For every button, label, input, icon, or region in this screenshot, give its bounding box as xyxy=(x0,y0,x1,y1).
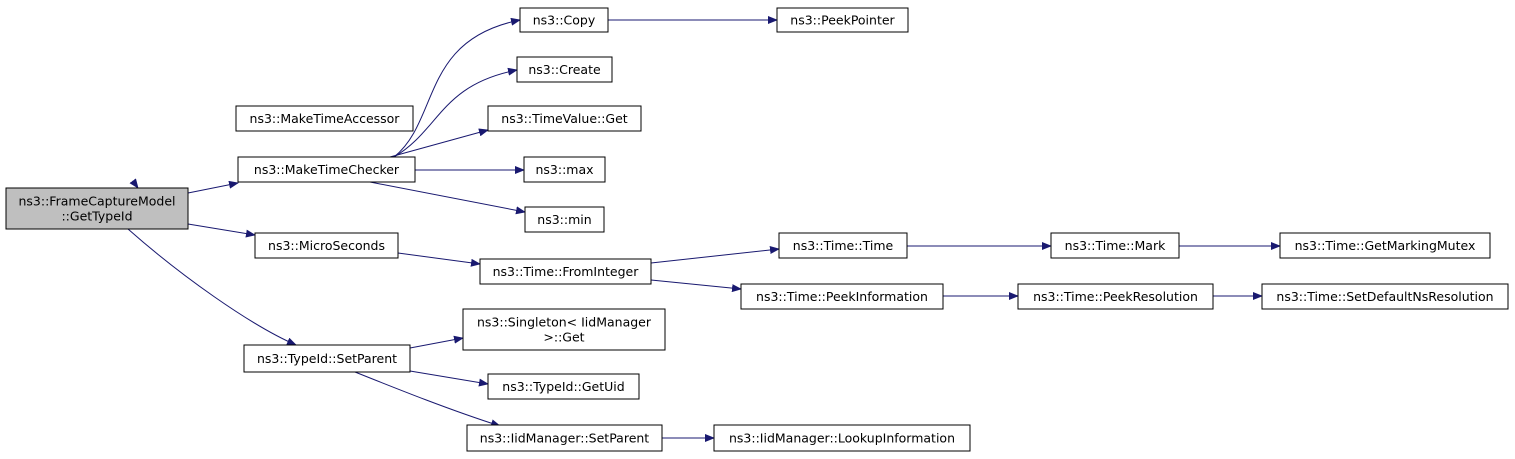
node-label: ns3::TypeId::GetUid xyxy=(502,379,624,394)
node-box[interactable] xyxy=(237,156,416,183)
edge-n4-to-n20 xyxy=(354,371,501,428)
node-box[interactable] xyxy=(487,373,640,400)
node-box[interactable] xyxy=(479,258,652,285)
node-label: ns3::Time::PeekResolution xyxy=(1033,289,1198,304)
node-n17[interactable]: ns3::Time::SetDefaultNsResolution xyxy=(1261,283,1509,310)
node-label: ns3::Time::GetMarkingMutex xyxy=(1295,238,1476,253)
node-n9[interactable]: ns3::min xyxy=(524,206,605,233)
node-box[interactable] xyxy=(1279,232,1491,259)
node-n15[interactable]: ns3::Time::GetMarkingMutex xyxy=(1279,232,1491,259)
node-label: ns3::Time::Mark xyxy=(1065,238,1166,253)
node-box[interactable] xyxy=(1017,283,1214,310)
node-box[interactable] xyxy=(462,308,666,351)
node-n19[interactable]: ns3::TypeId::GetUid xyxy=(487,373,640,400)
node-box[interactable] xyxy=(5,187,189,230)
edges-layer xyxy=(127,16,1281,442)
node-n1[interactable]: ns3::MakeTimeAccessor xyxy=(235,105,414,132)
node-box[interactable] xyxy=(254,232,399,259)
node-box[interactable] xyxy=(524,206,605,233)
node-label: ns3::Time::Time xyxy=(793,238,894,253)
node-label: ns3::IidManager::LookupInformation xyxy=(729,431,955,446)
node-n12[interactable]: ns3::Time::Time xyxy=(778,232,908,259)
node-label: ns3::MicroSeconds xyxy=(268,238,385,253)
node-label: ns3::PeekPointer xyxy=(790,13,895,28)
edge-n4-to-n19 xyxy=(409,370,489,387)
node-n8[interactable]: ns3::max xyxy=(523,156,606,183)
node-box[interactable] xyxy=(778,232,908,259)
node-label: ns3::Copy xyxy=(533,13,596,28)
edge-root-to-n3 xyxy=(187,223,256,238)
edge-n2-to-n9 xyxy=(369,181,526,215)
edge-n11-to-n12 xyxy=(650,246,780,264)
edge-n2-to-n6 xyxy=(393,67,518,158)
node-n20[interactable]: ns3::IidManager::SetParent xyxy=(466,424,663,452)
edge-n2-to-n5 xyxy=(393,17,521,158)
edge-root-to-n2 xyxy=(187,180,239,194)
node-root[interactable]: ns3::FrameCaptureModel::GetTypeId xyxy=(5,187,189,230)
node-label: ns3::MakeTimeChecker xyxy=(254,162,400,177)
node-label: ns3::Singleton< IidManager xyxy=(477,315,652,330)
node-n4[interactable]: ns3::TypeId::SetParent xyxy=(243,344,411,373)
node-label: ns3::Time::FromInteger xyxy=(493,264,640,279)
node-box[interactable] xyxy=(519,7,609,33)
node-label: ns3::TypeId::SetParent xyxy=(257,351,397,366)
node-n6[interactable]: ns3::Create xyxy=(516,56,613,83)
node-label: ns3::min xyxy=(537,212,591,227)
node-n18[interactable]: ns3::Singleton< IidManager>::Get xyxy=(462,308,666,351)
node-box[interactable] xyxy=(516,56,613,83)
edge-n3-to-n11 xyxy=(397,252,481,267)
node-n2[interactable]: ns3::MakeTimeChecker xyxy=(237,156,416,183)
nodes-layer: ns3::FrameCaptureModel::GetTypeId ns3::Ma… xyxy=(5,7,1509,452)
node-n3[interactable]: ns3::MicroSeconds xyxy=(254,232,399,259)
node-label: ns3::TimeValue::Get xyxy=(501,111,628,126)
node-label: ns3::Time::PeekInformation xyxy=(756,289,928,304)
edge-n4-to-n18 xyxy=(409,335,464,349)
node-box[interactable] xyxy=(1050,232,1180,259)
node-n13[interactable]: ns3::Time::PeekInformation xyxy=(740,283,944,310)
node-label: ns3::IidManager::SetParent xyxy=(480,431,650,446)
node-box[interactable] xyxy=(487,105,642,132)
node-label: ns3::max xyxy=(535,162,593,177)
node-label: ns3::MakeTimeAccessor xyxy=(250,111,401,126)
node-label: ::GetTypeId xyxy=(61,209,132,224)
node-box[interactable] xyxy=(523,156,606,183)
node-box[interactable] xyxy=(466,424,663,452)
node-n21[interactable]: ns3::IidManager::LookupInformation xyxy=(713,424,971,452)
node-box[interactable] xyxy=(713,424,971,452)
node-label: ns3::Create xyxy=(528,62,601,77)
node-n10[interactable]: ns3::PeekPointer xyxy=(776,7,909,33)
edge-n2-to-n7 xyxy=(389,128,489,158)
node-n5[interactable]: ns3::Copy xyxy=(519,7,609,33)
edge-root-to-n4 xyxy=(127,228,297,346)
node-label: >::Get xyxy=(543,330,584,345)
node-label: ns3::Time::SetDefaultNsResolution xyxy=(1276,289,1493,304)
node-n16[interactable]: ns3::Time::PeekResolution xyxy=(1017,283,1214,310)
node-box[interactable] xyxy=(235,105,414,132)
node-box[interactable] xyxy=(243,344,411,373)
edge-n11-to-n13 xyxy=(650,279,742,293)
node-n11[interactable]: ns3::Time::FromInteger xyxy=(479,258,652,285)
node-box[interactable] xyxy=(1261,283,1509,310)
node-box[interactable] xyxy=(776,7,909,33)
node-label: ns3::FrameCaptureModel xyxy=(19,194,176,209)
node-box[interactable] xyxy=(740,283,944,310)
node-n7[interactable]: ns3::TimeValue::Get xyxy=(487,105,642,132)
node-n14[interactable]: ns3::Time::Mark xyxy=(1050,232,1180,259)
